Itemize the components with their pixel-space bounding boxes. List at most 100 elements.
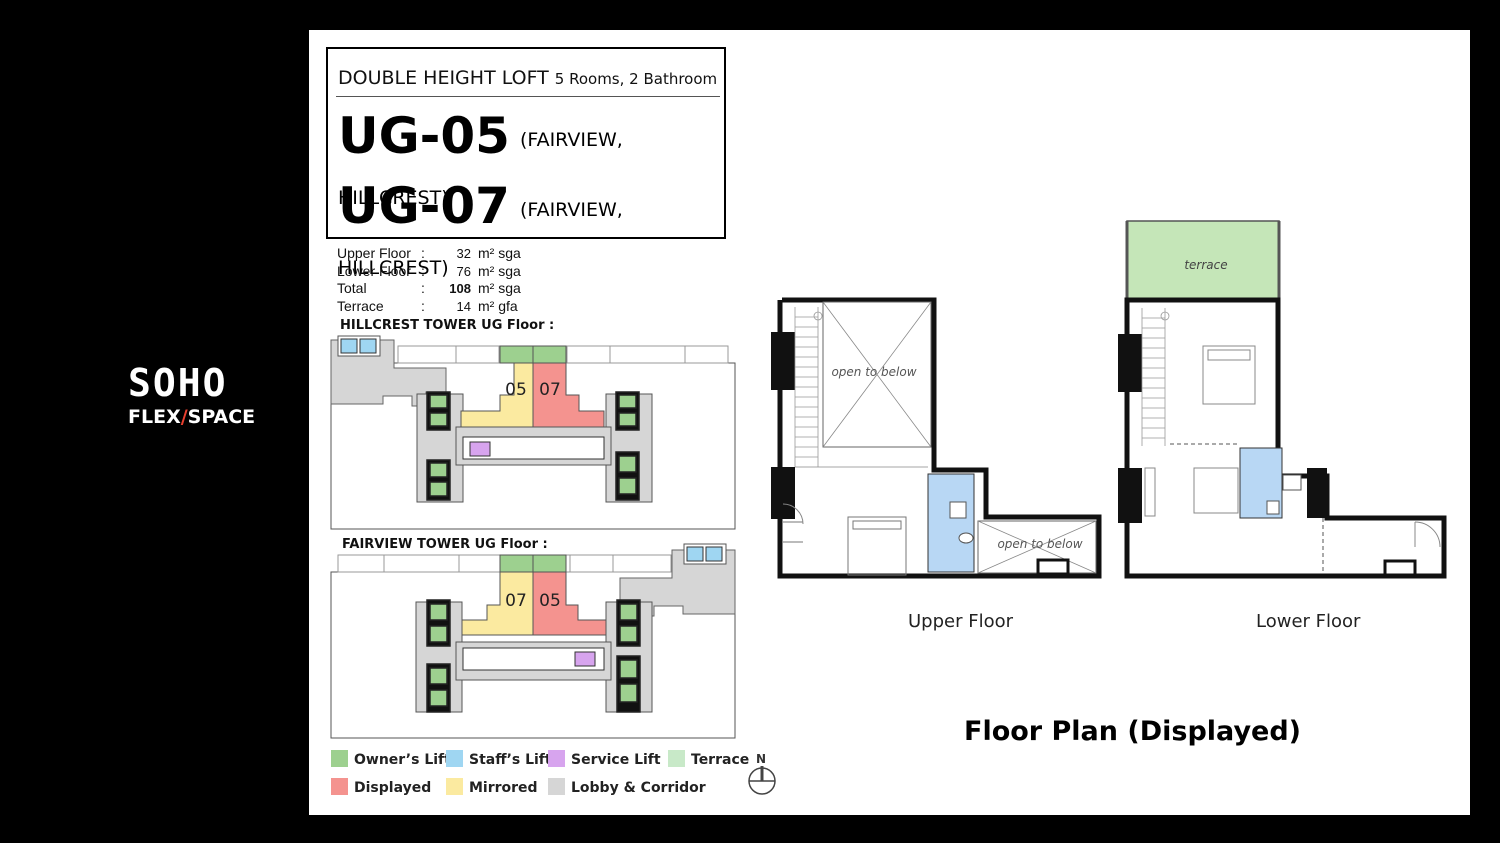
unit-towers: (FAIRVIEW, HILLCREST) xyxy=(338,198,623,279)
unit-number: 05 xyxy=(505,380,527,400)
fairview-label: FAIRVIEW TOWER UG Floor : xyxy=(342,537,548,552)
brand-space: SPACE xyxy=(187,406,256,428)
legend-owners-lift: Owner’s Lift xyxy=(331,750,451,768)
rooms-text: 5 Rooms, 2 Bathroom xyxy=(554,70,718,88)
legend-label: Owner’s Lift xyxy=(354,752,451,768)
window-pier xyxy=(1118,334,1142,392)
legend-staffs-lift: Staff’s Lift xyxy=(446,750,552,768)
dining-table xyxy=(1193,467,1239,514)
owner-lifts xyxy=(426,391,640,501)
area-unit: m² sga xyxy=(478,245,521,261)
legend-swatch xyxy=(548,750,565,767)
area-sep: : xyxy=(421,262,425,279)
void-label: open to below xyxy=(997,537,1082,551)
legend-lobby: Lobby & Corridor xyxy=(548,778,706,796)
area-label: Lower Floor xyxy=(337,262,411,279)
window-pier xyxy=(1118,468,1142,523)
area-value: 108 xyxy=(449,281,471,296)
stair xyxy=(1141,308,1170,446)
column xyxy=(1307,468,1327,518)
area-unit: m² gfa xyxy=(478,297,518,314)
legend-label: Staff’s Lift xyxy=(469,752,552,768)
unit-number: 05 xyxy=(539,591,561,611)
legend-label: Lobby & Corridor xyxy=(571,780,706,796)
window-pier xyxy=(771,467,795,519)
area-value: 32 xyxy=(456,246,471,261)
area-label: Upper Floor xyxy=(337,245,411,261)
bed xyxy=(847,516,907,576)
fairview-keyplan: 07 05 xyxy=(330,543,736,739)
unit-code: UG-07 xyxy=(338,177,510,235)
legend-mirrored: Mirrored xyxy=(446,778,538,796)
legend-terrace: Terrace xyxy=(668,750,749,768)
upper-floor-plan: open to below open to below xyxy=(771,297,1102,579)
service-lift xyxy=(469,441,491,457)
kitchen-counter xyxy=(1144,467,1156,517)
unit-towers: (FAIRVIEW, HILLCREST) xyxy=(338,128,623,209)
toilet xyxy=(1282,474,1302,491)
bathroom xyxy=(927,473,975,573)
brand-logo: SOHO FLEX/SPACE xyxy=(128,361,255,428)
toilet xyxy=(958,532,974,544)
title-heading: DOUBLE HEIGHT LOFT 5 Rooms, 2 Bathroom xyxy=(338,67,717,89)
owner-lifts xyxy=(426,599,641,713)
lower-floor-plan: terrace xyxy=(1118,220,1447,579)
legend-label: Displayed xyxy=(354,780,432,796)
lower-floor-caption: Lower Floor xyxy=(1256,611,1361,632)
stair xyxy=(794,307,823,467)
outer-wall xyxy=(777,297,1102,579)
void-upper xyxy=(822,301,932,448)
ac-ledge xyxy=(1036,558,1070,576)
plan-title: Floor Plan (Displayed) xyxy=(964,716,1302,747)
legend-swatch xyxy=(331,750,348,767)
legend-service-lift: Service Lift xyxy=(548,750,661,768)
area-label: Total xyxy=(337,280,367,296)
wash-basin xyxy=(1266,500,1280,515)
brand-flex: FLEX xyxy=(128,406,181,428)
legend-swatch xyxy=(668,750,685,767)
unit-line-1: UG-05(FAIRVIEW, HILLCREST) xyxy=(338,107,724,223)
area-unit: m² sga xyxy=(478,280,521,296)
staff-lift xyxy=(359,338,377,354)
staff-lift xyxy=(340,338,358,354)
legend-label: Service Lift xyxy=(571,752,661,768)
wash-basin xyxy=(949,501,967,519)
unit-displayed xyxy=(532,571,607,636)
unit-number: 07 xyxy=(505,591,527,611)
legend-displayed: Displayed xyxy=(331,778,431,796)
area-row: Lower Floor: 76 m² sga xyxy=(337,263,537,281)
terrace xyxy=(499,345,534,364)
terrace xyxy=(532,554,567,573)
terrace xyxy=(532,345,567,364)
void-label: open to below xyxy=(831,365,916,379)
brand-soho: SOHO xyxy=(128,361,228,405)
ac-ledge xyxy=(1383,559,1417,577)
corridor-inner xyxy=(462,647,605,671)
legend-label: Mirrored xyxy=(469,780,538,796)
north-compass-icon: N xyxy=(748,752,776,795)
north-label: N xyxy=(756,752,766,766)
terrace xyxy=(1126,220,1280,300)
legend-swatch xyxy=(446,778,463,795)
loft-type: DOUBLE HEIGHT LOFT xyxy=(338,67,549,89)
area-table: Upper Floor: 32 m² sga Lower Floor: 76 m² sg… xyxy=(337,245,537,315)
area-value: 76 xyxy=(456,263,471,279)
legend-swatch xyxy=(548,778,565,795)
hillcrest-label: HILLCREST TOWER UG Floor : xyxy=(340,318,555,333)
area-unit: m² sga xyxy=(478,262,521,279)
outer-wall xyxy=(1124,297,1447,579)
window-pier xyxy=(771,332,795,390)
brand-flexspace: FLEX/SPACE xyxy=(128,406,255,428)
service-lift xyxy=(574,651,596,667)
terrace xyxy=(499,554,534,573)
unit-displayed xyxy=(532,362,605,428)
unit-line-2: UG-07(FAIRVIEW, HILLCREST) xyxy=(338,177,724,293)
staff-lift xyxy=(686,546,704,562)
area-sep: : xyxy=(421,245,425,261)
staff-lift xyxy=(705,546,723,562)
title-rule xyxy=(336,96,720,97)
area-sep: : xyxy=(421,297,425,314)
upper-floor-caption: Upper Floor xyxy=(908,611,1014,632)
